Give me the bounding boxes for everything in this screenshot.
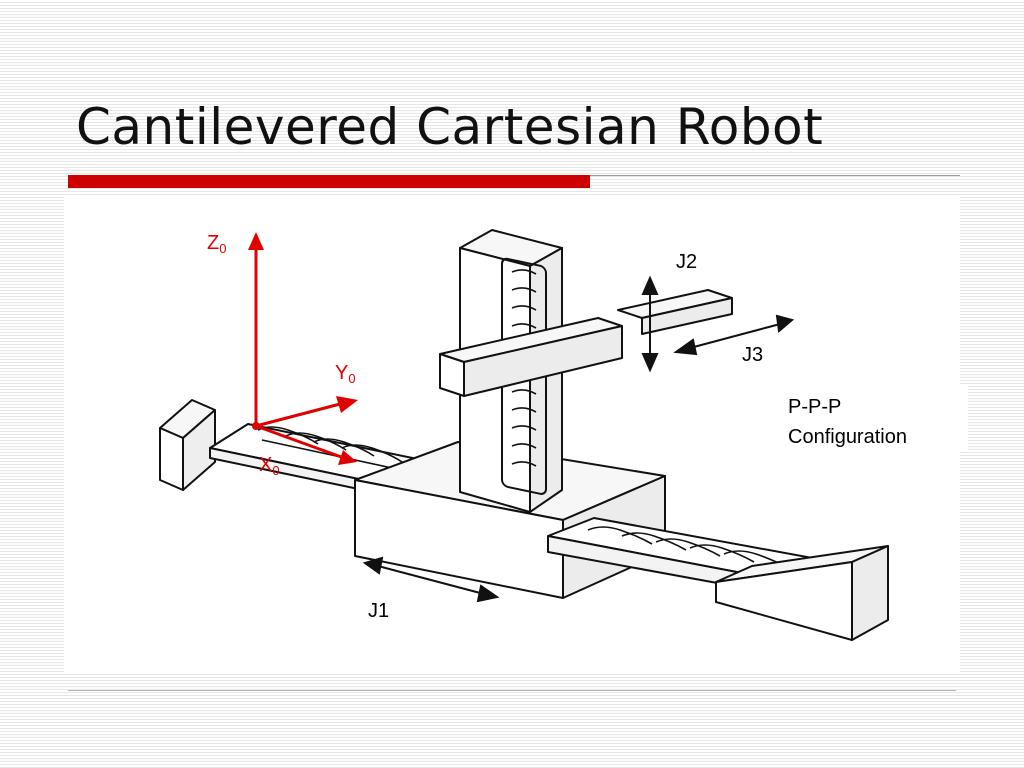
x0-axis-label: X0 [259, 454, 280, 478]
configuration-label: P-P-P Configuration [788, 392, 907, 452]
bottom-divider-line [68, 690, 956, 691]
robot-drawing [159, 229, 889, 641]
joint-j2-label: J2 [676, 251, 698, 273]
joint-j1-label: J1 [368, 600, 390, 622]
joint-j3-label: J3 [742, 344, 764, 366]
joint-arrows [362, 275, 795, 603]
configuration-box [780, 385, 968, 451]
title-accent-bar [68, 175, 590, 188]
right-rail [547, 517, 889, 641]
configuration-word: Configuration [788, 426, 907, 448]
z0-axis-label: Z0 [207, 232, 227, 256]
configuration-type: P-P-P [788, 396, 842, 418]
slide-title: Cantilevered Cartesian Robot [76, 98, 824, 156]
title-divider-line [590, 175, 960, 176]
y0-axis-label: Y0 [335, 362, 356, 386]
horizontal-arm [439, 289, 733, 397]
coordinate-frame [248, 232, 358, 465]
